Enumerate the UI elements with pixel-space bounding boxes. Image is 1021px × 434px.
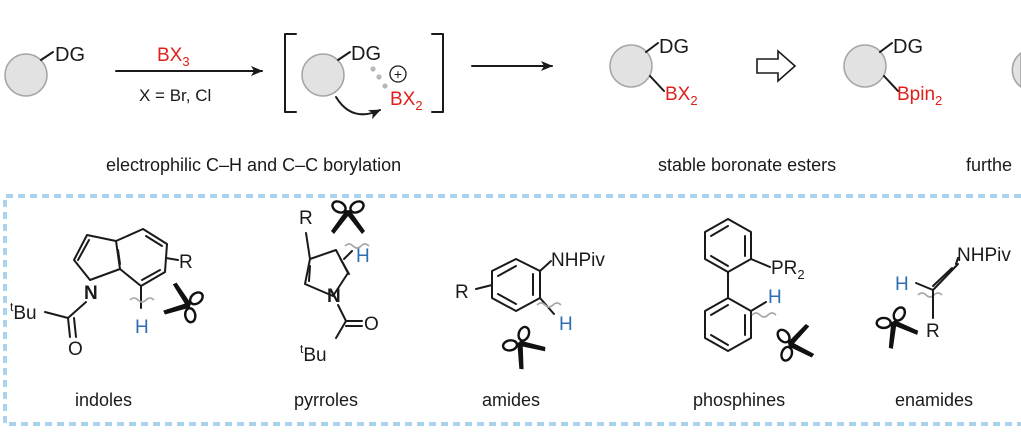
svg-text:R: R [455, 282, 469, 303]
svg-text:DG: DG [659, 36, 689, 58]
reagent-label: BX3 [157, 45, 190, 69]
scissors-icon [497, 321, 549, 373]
substrate-panel-border [3, 194, 1021, 426]
svg-text:R: R [179, 252, 193, 273]
dg-label: DG [55, 44, 85, 66]
label-pyrroles: pyrroles [294, 390, 358, 410]
svg-text:H: H [356, 246, 370, 267]
caption-left: electrophilic C–H and C–C borylation [106, 155, 401, 175]
svg-text:H: H [559, 314, 573, 335]
substrate-pyrroles: R H N O tBu pyrroles [294, 197, 379, 410]
substrate-indoles: R N O tBu H indoles [10, 228, 208, 410]
svg-text:DG: DG [893, 36, 923, 58]
svg-text:tBu: tBu [300, 342, 327, 366]
svg-text:+: + [394, 66, 402, 82]
svg-text:H: H [135, 317, 149, 338]
left-bracket [284, 33, 297, 113]
scissors-icon [773, 321, 817, 365]
label-amides: amides [482, 390, 540, 410]
product-bx2: DG BX2 [609, 36, 698, 108]
bx2-label: BX2 [390, 89, 423, 113]
plus-charge [389, 65, 407, 83]
caption-right: furthe [966, 155, 1012, 175]
svg-text:H: H [895, 274, 909, 295]
svg-text:H: H [768, 287, 782, 308]
label-phosphines: phosphines [693, 390, 785, 410]
right-bracket [431, 33, 444, 113]
reaction-scheme: DG BX3 X = Br, Cl DG + BX2 [4, 33, 1021, 175]
substrate-amides: R NHPiv H amides [455, 250, 605, 410]
svg-text:R: R [926, 321, 940, 342]
svg-text:N: N [327, 286, 341, 307]
dg-label: DG [351, 43, 381, 65]
substrate-ball: DG [4, 44, 85, 97]
svg-text:Bpin2: Bpin2 [897, 84, 942, 108]
product-bpin: DG Bpin2 [843, 36, 942, 108]
intermediate: DG + BX2 [284, 33, 444, 120]
svg-text:N: N [84, 283, 98, 304]
substrate-enamides: NHPiv H R enamides [871, 245, 1011, 410]
scissors-icon [160, 279, 208, 328]
scissors-icon [871, 301, 922, 352]
label-enamides: enamides [895, 390, 973, 410]
svg-text:PR2: PR2 [771, 258, 805, 282]
caption-mid: stable boronate esters [658, 155, 836, 175]
curved-arrow [335, 96, 381, 120]
substrate-phosphines: PR2 H phosphines [693, 218, 817, 410]
cleavage-wavy [129, 297, 155, 303]
svg-text:O: O [68, 339, 83, 360]
partial-ball [1011, 52, 1021, 88]
svg-text:R: R [299, 208, 313, 229]
svg-text:BX2: BX2 [665, 84, 698, 108]
open-arrow-icon [756, 49, 797, 83]
svg-text:tBu: tBu [10, 300, 37, 324]
scissors-icon [329, 197, 367, 236]
label-indoles: indoles [75, 390, 132, 410]
svg-text:NHPiv: NHPiv [957, 245, 1011, 266]
conditions-label: X = Br, Cl [139, 86, 211, 105]
svg-text:O: O [364, 314, 379, 335]
svg-text:NHPiv: NHPiv [551, 250, 605, 271]
